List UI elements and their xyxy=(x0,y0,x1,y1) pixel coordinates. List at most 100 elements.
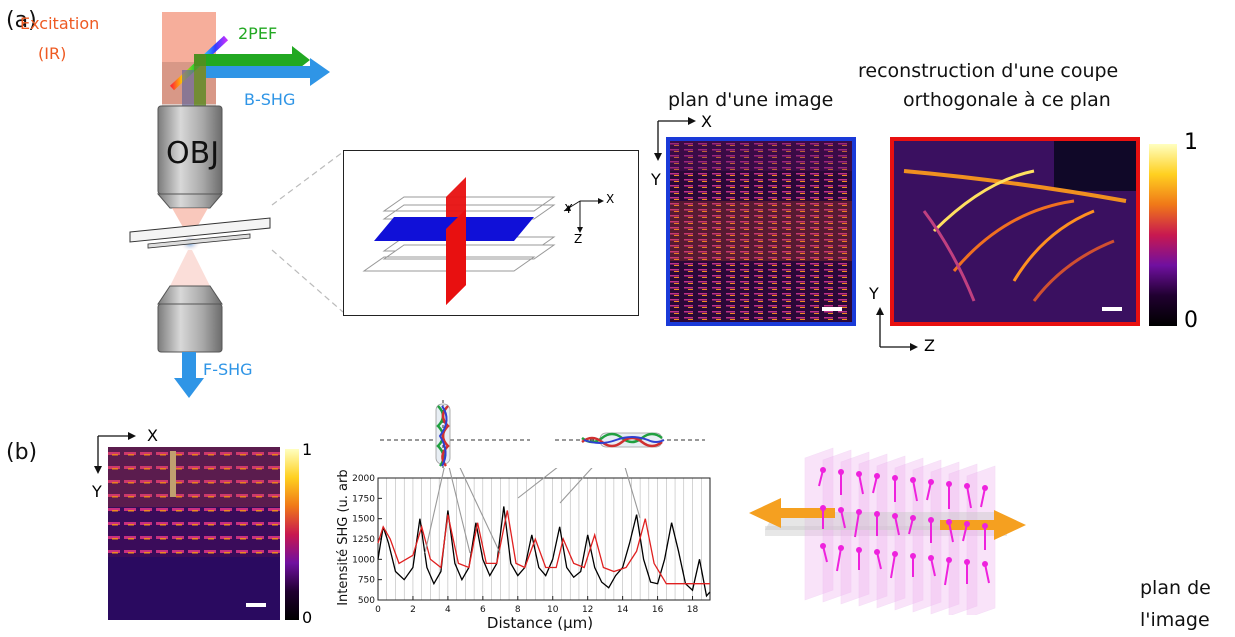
y-tick-label: 1000 xyxy=(352,555,375,565)
slab xyxy=(966,465,996,615)
panel-b-axis-x: X xyxy=(147,426,158,445)
colorbar-a-max: 1 xyxy=(1184,130,1198,155)
ortho-title-line2: orthogonale à ce plan xyxy=(903,89,1111,111)
objective-label: OBJ xyxy=(166,136,220,171)
dipole xyxy=(890,553,896,579)
dipole xyxy=(966,485,972,509)
dipole-head xyxy=(910,515,916,521)
dipole-head xyxy=(964,521,970,527)
bshg-label: B-SHG xyxy=(244,90,296,109)
condenser xyxy=(157,285,223,305)
y-tick-label: 1750 xyxy=(352,494,375,504)
dipole-head xyxy=(928,479,934,485)
dipole xyxy=(858,473,864,495)
tpef-arrow xyxy=(194,54,294,66)
dipole-block xyxy=(749,447,1026,615)
chart-xlabel: Distance (µm) xyxy=(487,614,593,632)
bshg-arrow xyxy=(206,66,312,78)
dipole xyxy=(926,481,932,501)
dipole xyxy=(984,563,990,584)
series-line-1 xyxy=(377,510,710,585)
dipole-head xyxy=(838,507,844,513)
dipole-head xyxy=(856,509,862,515)
ortho-axes xyxy=(876,307,918,351)
panel-b-axis-y: Y xyxy=(92,482,102,501)
dipole xyxy=(836,547,842,572)
colorbar-a-min: 0 xyxy=(1184,308,1198,333)
dipole-head xyxy=(874,473,880,479)
colorbar-b-min: 0 xyxy=(302,608,313,627)
image-plane-axis-x: X xyxy=(701,112,712,131)
zoom-lines xyxy=(271,151,344,313)
dipole-head xyxy=(874,549,880,555)
orange-arrow-left-shaft xyxy=(781,508,835,518)
ortho-axis-y: Y xyxy=(869,284,879,303)
dipole xyxy=(944,559,950,586)
dipole xyxy=(840,509,846,529)
y-tick-label: 2000 xyxy=(352,474,375,484)
image-plane-axis-y: Y xyxy=(651,170,661,189)
x-tick-label: 14 xyxy=(617,605,629,615)
dipole-head xyxy=(964,483,970,489)
series-line-0 xyxy=(377,506,711,598)
schema-axis-y: Y xyxy=(565,202,573,216)
panel-b-tag: (b) xyxy=(6,440,38,465)
schema-axis-x: X xyxy=(606,192,615,206)
planes-schema-box xyxy=(343,150,639,316)
dipole xyxy=(854,511,860,538)
colorbar-b-max: 1 xyxy=(302,440,313,459)
dipole-head xyxy=(820,543,826,549)
dipole xyxy=(894,515,900,536)
image-plane-axes xyxy=(654,117,696,161)
pointer-arrow xyxy=(448,468,471,554)
panel-b-micrograph xyxy=(108,447,280,620)
y-tick-label: 1500 xyxy=(352,515,375,525)
pointer-arrow xyxy=(624,468,641,519)
chart-pointer-arrows xyxy=(424,468,641,554)
chart-grid xyxy=(377,478,711,600)
ortho-title-line1: reconstruction d'une coupe xyxy=(858,60,1119,82)
dipole-head xyxy=(892,475,898,481)
pointer-arrow xyxy=(517,468,558,499)
x-tick-label: 0 xyxy=(375,605,381,615)
microscope-schematic xyxy=(129,12,330,398)
x-tick-label: 10 xyxy=(547,605,559,615)
x-tick-label: 2 xyxy=(410,605,416,615)
colorbar-a xyxy=(1149,144,1177,326)
slab xyxy=(930,461,960,615)
orange-arrow-left-head xyxy=(749,498,781,528)
ortho-axis-z: Z xyxy=(924,336,935,355)
dipole-head xyxy=(910,477,916,483)
pointer-arrow xyxy=(459,468,501,554)
image-plane-title: plan d'une image xyxy=(668,89,834,111)
chart-series xyxy=(377,506,711,598)
x-tick-label: 16 xyxy=(652,605,664,615)
dipole xyxy=(912,479,918,502)
plan-label-line2: l'image xyxy=(1140,609,1210,631)
slab xyxy=(876,455,906,609)
excitation-sublabel: (IR) xyxy=(38,44,67,63)
fshg-label: F-SHG xyxy=(203,360,253,379)
x-tick-label: 12 xyxy=(582,605,593,615)
dipole xyxy=(980,487,986,508)
pointer-arrow xyxy=(424,468,445,554)
dipole-head xyxy=(838,545,844,551)
fibril-sketches xyxy=(380,400,705,470)
dipole-head xyxy=(946,557,952,563)
schema-axis-z: Z xyxy=(574,232,583,246)
dipole-head xyxy=(856,547,862,553)
excitation-label: Excitation xyxy=(20,14,100,33)
dipole-head xyxy=(928,555,934,561)
dipole-head xyxy=(910,553,916,559)
plan-label-line1: plan de xyxy=(1140,577,1211,599)
dipole-head xyxy=(820,505,826,511)
dipole-head xyxy=(892,513,898,519)
dipole xyxy=(930,557,936,577)
panel-a-tag: (a) xyxy=(6,8,37,33)
orange-arrow-right-head xyxy=(994,510,1026,540)
dipole-head xyxy=(820,467,826,473)
y-tick-label: 500 xyxy=(358,596,375,606)
dipole-head xyxy=(874,511,880,517)
